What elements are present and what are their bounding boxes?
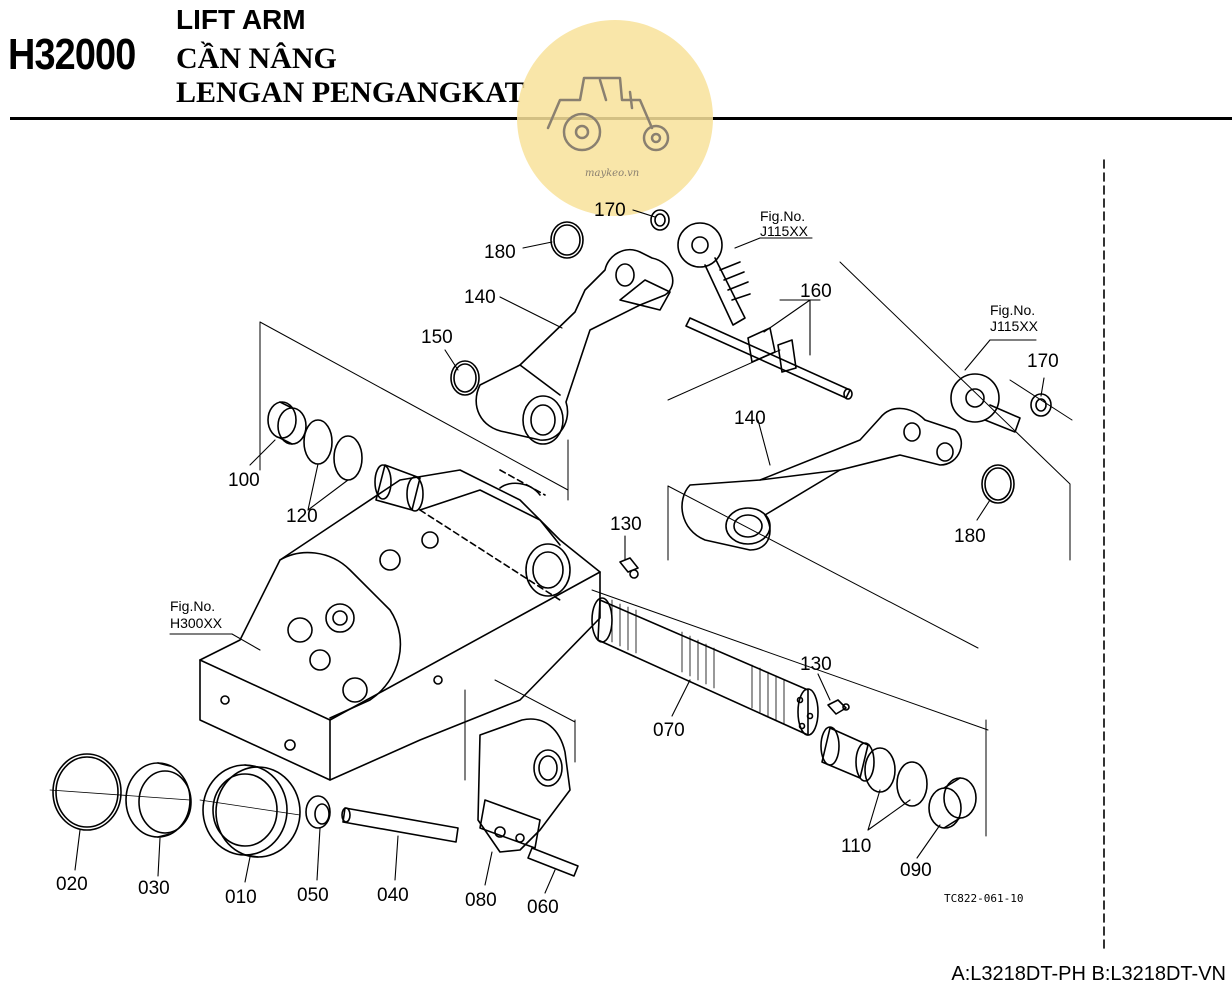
fig-ref-right-line2: J115XX	[990, 318, 1039, 334]
part-label-010: 010	[225, 887, 257, 908]
fig-ref-upper-line2: J115XX	[760, 223, 809, 239]
section-code: H32000	[8, 30, 136, 79]
figure-references: Fig.No. J115XX Fig.No. J115XX Fig.No. H3…	[170, 208, 1039, 631]
part-label-180-right: 180	[954, 526, 986, 547]
internal-lift-arm	[477, 718, 579, 877]
part-labels: 170 180 140 150 160 170 140 180 100 120 …	[56, 200, 1059, 918]
part-label-170-right: 170	[1027, 351, 1059, 372]
leader-lines	[74, 209, 1045, 894]
part-label-160: 160	[800, 281, 832, 302]
part-label-140-right: 140	[734, 408, 766, 429]
left-bushing-set	[267, 401, 424, 512]
part-label-030: 030	[138, 878, 170, 899]
model-applicability: A:L3218DT-PH B:L3218DT-VN	[951, 963, 1226, 985]
watermark-text: maykeo.vn	[585, 168, 639, 179]
fig-ref-housing-line2: H300XX	[170, 615, 223, 631]
part-label-170-top: 170	[594, 200, 626, 221]
part-label-090: 090	[900, 860, 932, 881]
lift-arm-left	[475, 248, 674, 445]
title-english: LIFT ARM	[176, 4, 306, 35]
part-label-070: 070	[653, 720, 685, 741]
part-label-080: 080	[465, 890, 497, 911]
part-label-110: 110	[841, 836, 871, 857]
drawing-code: TC822-061-10	[944, 892, 1023, 905]
part-label-130-top: 130	[610, 514, 642, 535]
hydraulic-housing	[199, 469, 601, 781]
fig-ref-housing-line1: Fig.No.	[170, 598, 215, 614]
part-label-140-left: 140	[464, 287, 496, 308]
grease-nipples	[619, 557, 850, 715]
part-label-150: 150	[421, 327, 453, 348]
fig-ref-right-line1: Fig.No.	[990, 302, 1035, 318]
right-bushing-set	[820, 726, 977, 829]
title-vietnamese: CẦN NÂNG	[176, 42, 337, 75]
part-label-180-top: 180	[484, 242, 516, 263]
fig-ref-upper-line1: Fig.No.	[760, 208, 805, 224]
lift-arm-right	[681, 407, 963, 551]
part-label-020: 020	[56, 874, 88, 895]
watermark-logo	[517, 20, 713, 216]
title-indonesian: LENGAN PENGANGKAT	[176, 76, 525, 109]
part-label-040: 040	[377, 885, 409, 906]
pin-160	[685, 317, 853, 400]
part-label-130-right: 130	[800, 654, 832, 675]
projection-lines	[259, 261, 1073, 837]
part-label-100: 100	[228, 470, 260, 491]
lift-shaft	[591, 597, 819, 736]
part-label-050: 050	[297, 885, 329, 906]
lift-rod-ends	[677, 222, 1021, 433]
cylinder-parts	[49, 753, 459, 858]
part-label-060: 060	[527, 897, 559, 918]
part-label-120: 120	[286, 506, 318, 527]
